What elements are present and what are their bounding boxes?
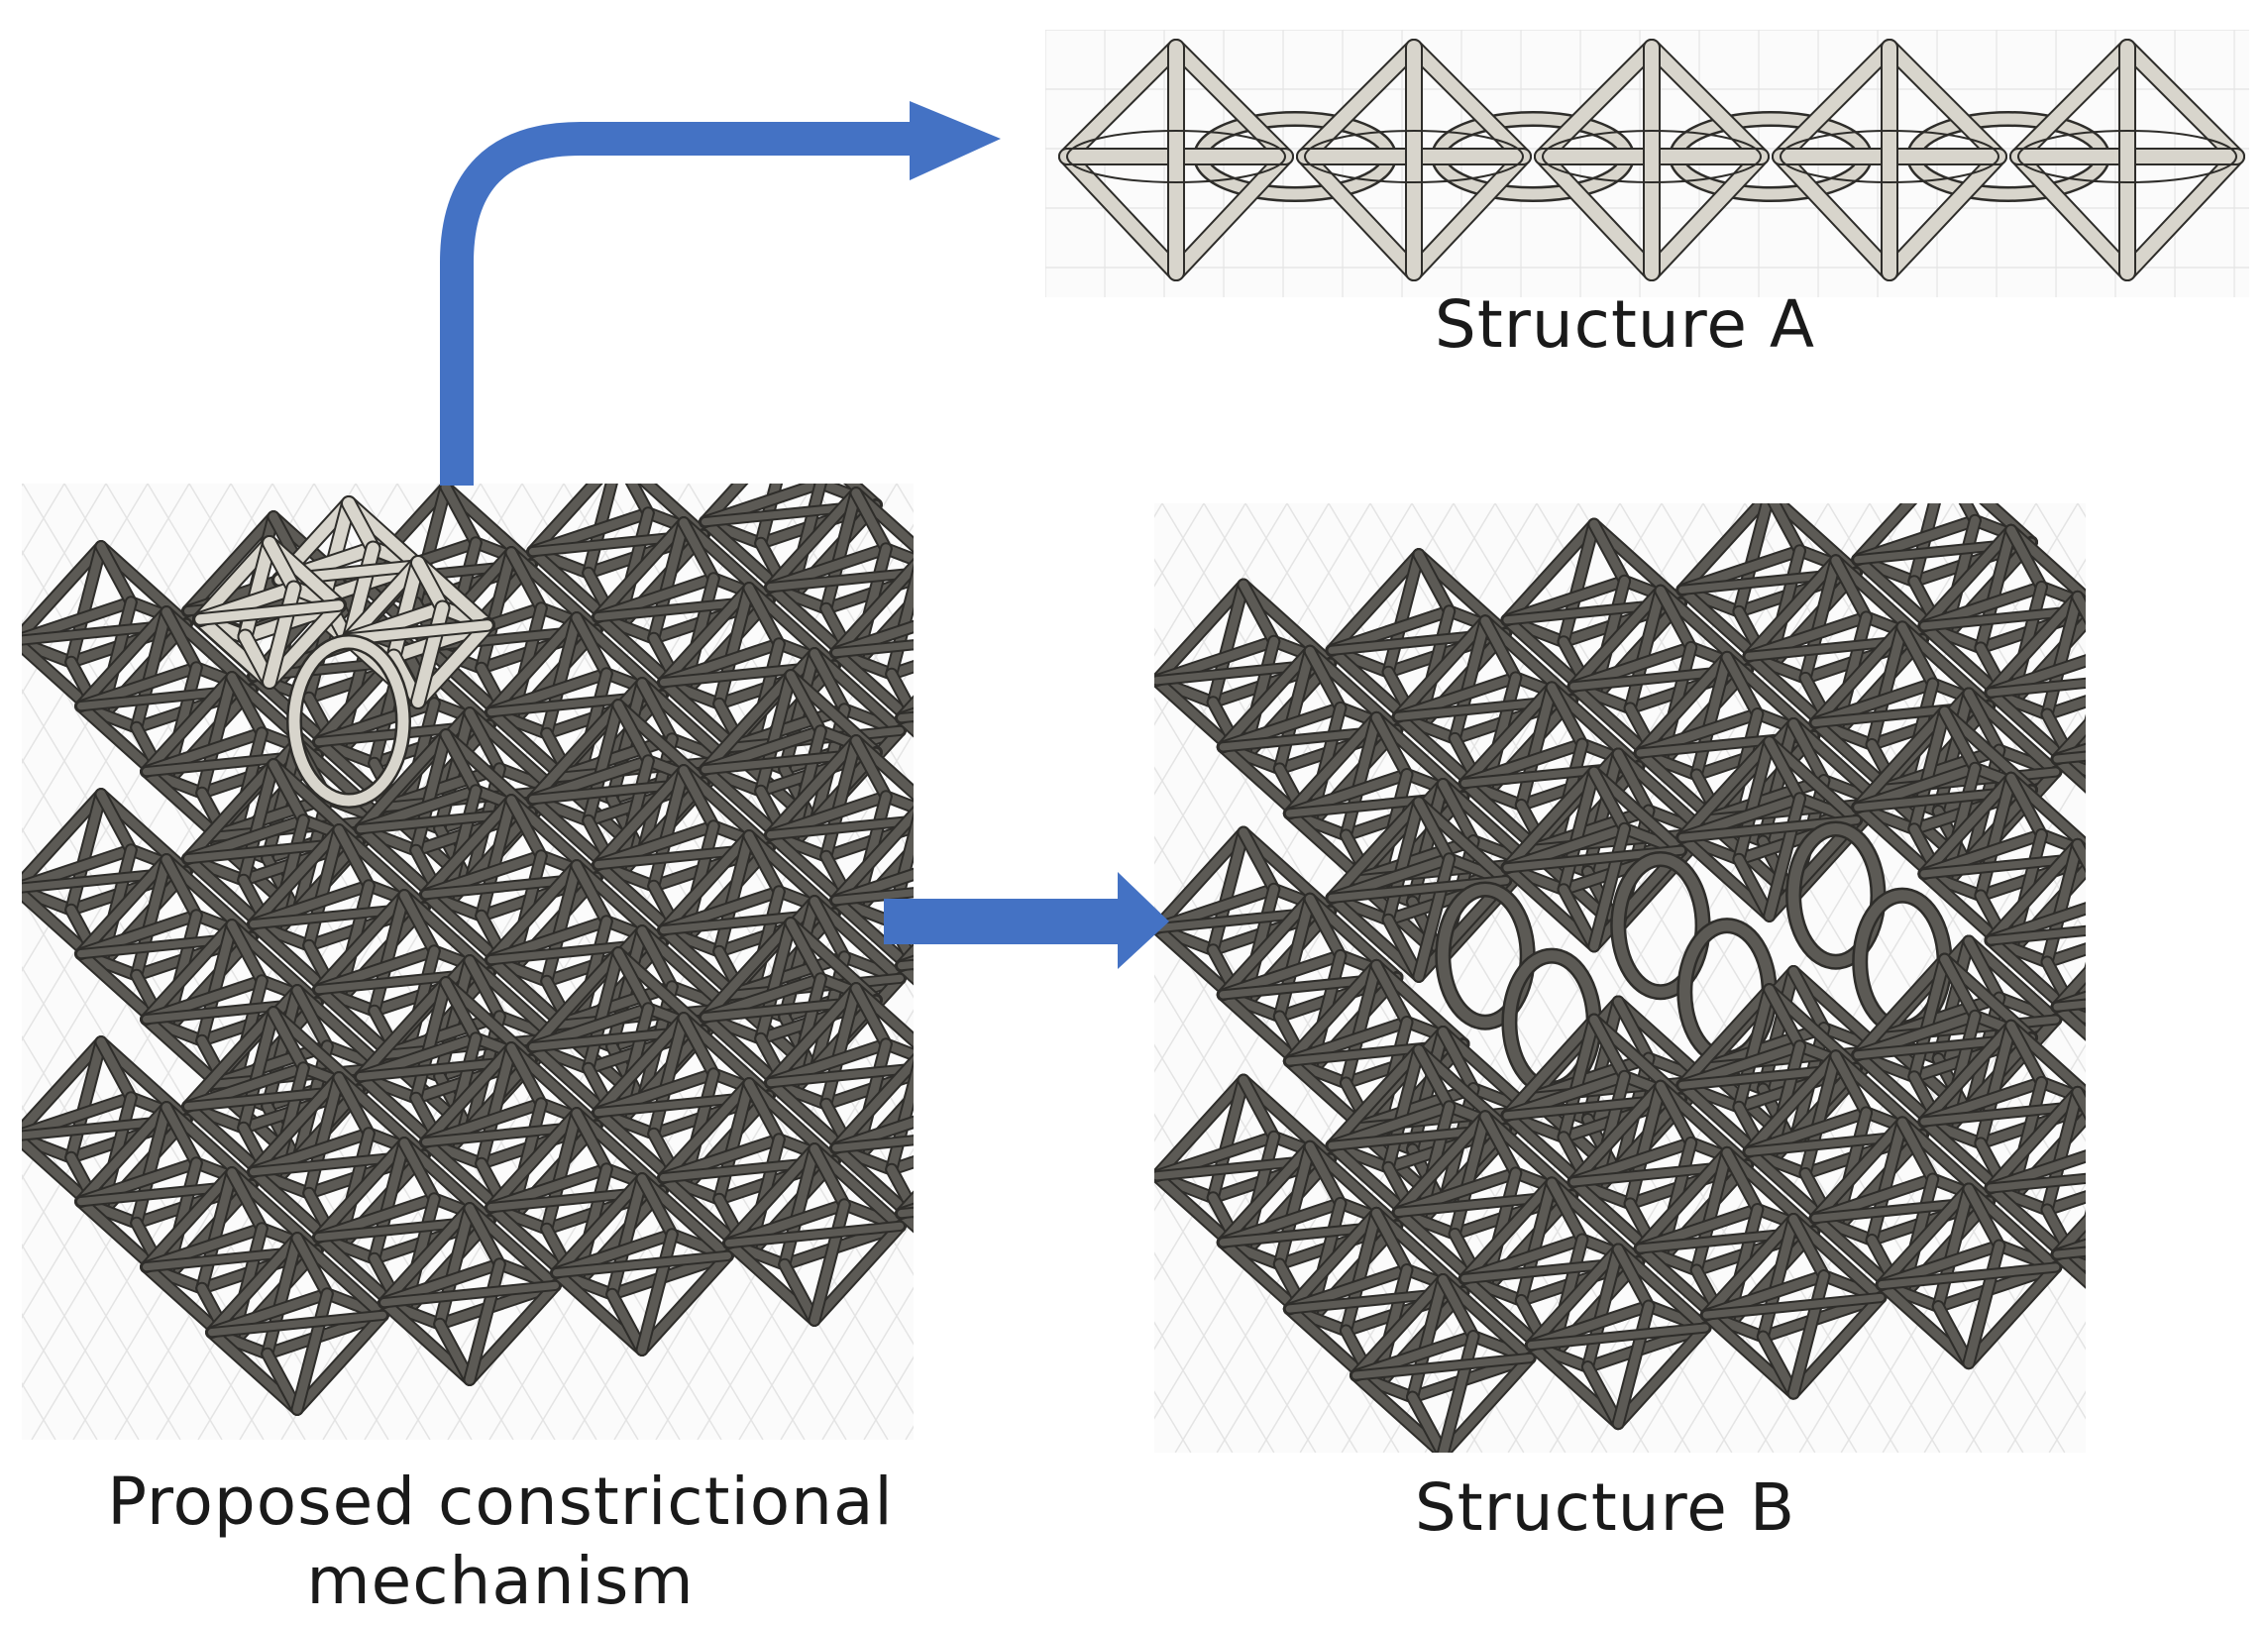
proposed-mechanism-lattice	[22, 484, 914, 1440]
arrow-head-structure-a	[910, 101, 1001, 180]
proposed-mechanism-caption: Proposed constrictional mechanism	[59, 1463, 941, 1621]
arrow-to-structure-b	[884, 899, 1122, 944]
caption-line-1: Proposed constrictional	[107, 1464, 894, 1540]
structure-b-caption: Structure B	[1414, 1469, 1796, 1546]
structure-a-caption: Structure A	[1434, 286, 1816, 363]
lattice-struts	[1154, 503, 2086, 1453]
arrow-head-structure-b	[1118, 872, 1169, 969]
highlighted-unit	[192, 495, 495, 809]
structure-a-render	[1045, 30, 2249, 297]
caption-line-2: mechanism	[306, 1543, 695, 1619]
structure-b-render	[1154, 503, 2086, 1453]
structure-b-lattice	[1154, 503, 2086, 1453]
structure-a-chain	[1058, 39, 2245, 281]
structure-a-lattice	[1045, 30, 2249, 297]
arrow-to-structure-a	[440, 122, 912, 486]
proposed-mechanism-render	[22, 484, 914, 1440]
